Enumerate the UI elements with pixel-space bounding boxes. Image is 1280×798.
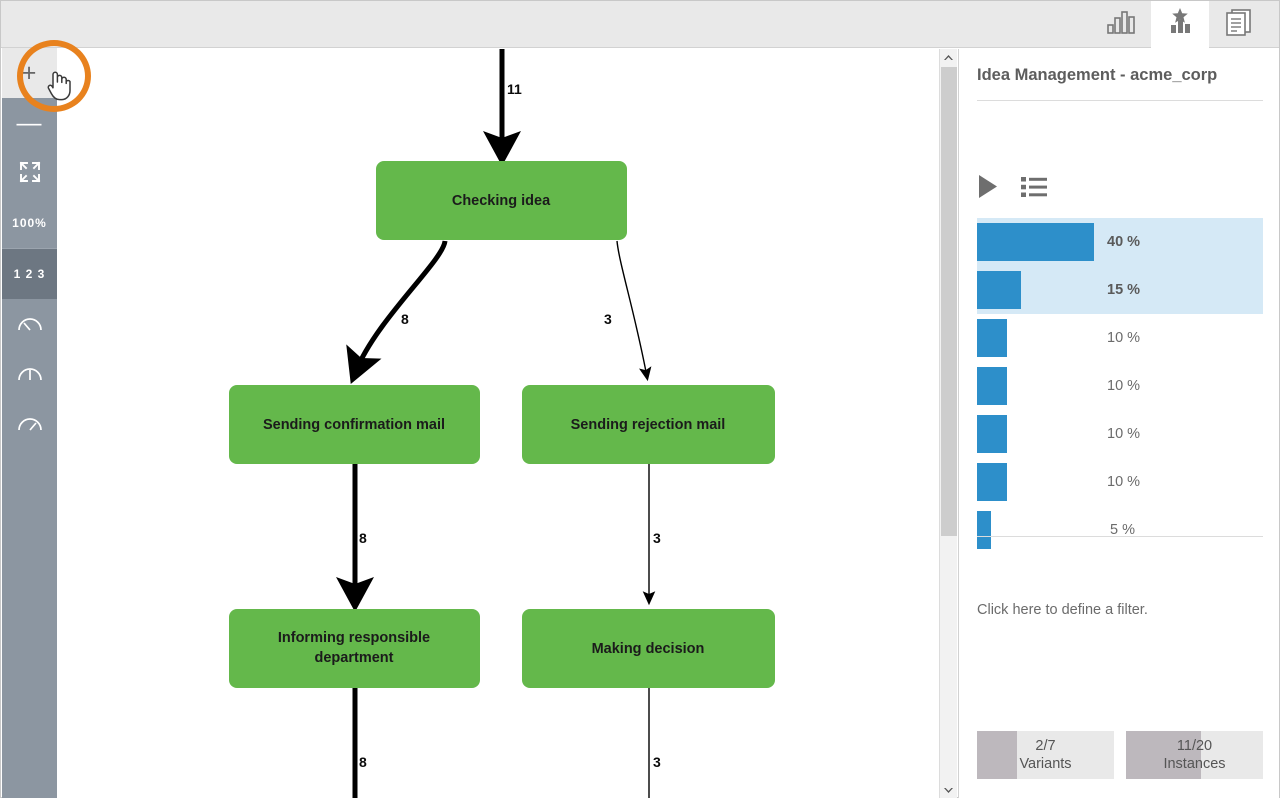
variant-bar-list: 40 % 15 % 10 % 10 % 10 % 10 %	[977, 218, 1263, 554]
process-node-informing-responsible-department[interactable]: Informing responsible department	[229, 609, 480, 688]
variant-percent-label: 10 %	[1107, 330, 1141, 346]
gauge-left-icon	[17, 313, 43, 336]
scroll-down-arrow-icon[interactable]	[940, 781, 957, 798]
canvas-vertical-scrollbar[interactable]	[939, 49, 957, 798]
edge-checking-idea-to-sending-confirmation-mail[interactable]: 8	[346, 240, 448, 384]
zoom-out-button[interactable]: —	[2, 98, 57, 148]
absolute-frequency-label: 1 2 3	[13, 267, 46, 281]
zoom-level-label: 100%	[12, 216, 47, 230]
zoom-in-button[interactable]: +	[2, 48, 57, 98]
toolbar-divider	[2, 248, 57, 249]
instances-stat[interactable]: 11/20 Instances	[1126, 731, 1263, 779]
svg-text:Informing responsible: Informing responsible	[278, 630, 430, 646]
variant-percent-label: 10 %	[1107, 378, 1141, 394]
svg-text:Sending confirmation mail: Sending confirmation mail	[263, 417, 445, 433]
svg-text:3: 3	[653, 754, 661, 770]
variant-row[interactable]: 10 %	[977, 458, 1263, 506]
svg-text:8: 8	[359, 754, 367, 770]
edge-start-to-checking-idea[interactable]: 11	[483, 49, 522, 167]
chart-star-icon	[1164, 7, 1196, 42]
process-node-checking-idea[interactable]: Checking idea	[376, 161, 627, 240]
documents-icon	[1222, 7, 1254, 42]
process-node-sending-confirmation-mail[interactable]: Sending confirmation mail	[229, 385, 480, 464]
svg-text:Sending rejection mail: Sending rejection mail	[571, 417, 726, 433]
top-toolbar-buttons	[1093, 1, 1267, 48]
variant-row[interactable]: 10 %	[977, 362, 1263, 410]
scrollbar-thumb[interactable]	[941, 67, 957, 536]
play-animation-button[interactable]	[977, 174, 999, 204]
svg-text:8: 8	[359, 530, 367, 546]
svg-text:Checking idea: Checking idea	[452, 193, 551, 209]
instances-stat-value: 11/20	[1176, 737, 1213, 754]
gauge-mid-button[interactable]	[2, 349, 57, 399]
variant-list-button[interactable]	[1021, 176, 1047, 203]
edge-sending-confirmation-to-informing-department[interactable]: 8	[336, 464, 374, 613]
panel-divider-top	[977, 100, 1263, 101]
variants-stat-fill	[977, 731, 1017, 779]
svg-text:8: 8	[401, 311, 409, 327]
variant-bar	[977, 463, 1007, 501]
play-icon	[977, 174, 999, 204]
svg-text:3: 3	[653, 530, 661, 546]
plus-icon: +	[21, 58, 38, 87]
documents-icon-button[interactable]	[1209, 1, 1267, 48]
variant-percent-label: 10 %	[1107, 426, 1141, 442]
variant-bar	[977, 511, 991, 549]
chart-star-icon-button[interactable]	[1151, 1, 1209, 48]
instances-stat-fill	[1126, 731, 1202, 779]
zoom-level-button[interactable]: 100%	[2, 198, 57, 248]
variant-percent-label: 15 %	[1107, 282, 1141, 298]
canvas-zoom-toolbar: + —	[2, 48, 57, 798]
gauge-right-icon	[17, 413, 43, 436]
gauge-up-icon	[17, 363, 43, 386]
scroll-up-arrow-icon[interactable]	[940, 49, 957, 66]
instances-stat-text: 11/20 Instances	[1126, 731, 1263, 779]
variant-percent-label: 5 %	[1110, 522, 1135, 538]
edge-checking-idea-to-sending-rejection-mail[interactable]: 3	[604, 240, 652, 382]
list-icon	[1021, 176, 1047, 203]
svg-text:department: department	[315, 650, 394, 666]
panel-title: Idea Management - acme_corp	[977, 66, 1218, 84]
variant-row[interactable]: 10 %	[977, 410, 1263, 458]
svg-text:Making decision: Making decision	[592, 641, 705, 657]
variant-bar	[977, 271, 1021, 309]
process-graph-canvas[interactable]: 11 8 3 8 3	[57, 49, 939, 798]
absolute-frequency-button[interactable]: 1 2 3	[2, 249, 57, 299]
variants-stat-text: 2/7 Variants	[977, 731, 1114, 779]
fit-to-screen-icon	[18, 160, 42, 187]
process-node-sending-rejection-mail[interactable]: Sending rejection mail	[522, 385, 775, 464]
instances-stat-label: Instances	[1163, 756, 1226, 772]
top-toolbar	[1, 1, 1279, 48]
variant-bar	[977, 415, 1007, 453]
edge-making-decision-downward[interactable]: 3	[648, 688, 661, 798]
fit-to-screen-button[interactable]	[2, 148, 57, 198]
variant-percent-label: 40 %	[1107, 234, 1141, 250]
gauge-high-button[interactable]	[2, 399, 57, 449]
process-node-making-decision[interactable]: Making decision	[522, 609, 775, 688]
variant-bar	[977, 319, 1007, 357]
chart-overview-icon-button[interactable]	[1093, 1, 1151, 48]
variant-bar	[977, 223, 1094, 261]
svg-text:3: 3	[604, 311, 612, 327]
edge-informing-department-downward[interactable]: 8	[352, 688, 367, 798]
edge-sending-rejection-to-making-decision[interactable]: 3	[642, 464, 661, 606]
variant-row[interactable]: 40 %	[977, 218, 1263, 266]
panel-action-buttons	[977, 174, 1047, 204]
variant-percent-label: 10 %	[1107, 474, 1141, 490]
minus-icon: —	[16, 108, 43, 137]
panel-divider-bottom	[977, 536, 1263, 537]
variants-side-panel: Idea Management - acme_corp	[958, 49, 1279, 798]
gauge-low-button[interactable]	[2, 299, 57, 349]
svg-text:11: 11	[507, 81, 522, 97]
variant-bar	[977, 367, 1007, 405]
variants-stat-value: 2/7	[1035, 737, 1056, 754]
variant-row[interactable]: 5 %	[977, 506, 1263, 554]
variants-stat-label: Variants	[1019, 756, 1072, 772]
variant-row[interactable]: 10 %	[977, 314, 1263, 362]
variants-stat[interactable]: 2/7 Variants	[977, 731, 1114, 779]
chart-overview-icon	[1106, 9, 1138, 40]
variant-row[interactable]: 15 %	[977, 266, 1263, 314]
filter-hint-label[interactable]: Click here to define a filter.	[977, 602, 1148, 618]
panel-stats: 2/7 Variants 11/20 Instances	[977, 731, 1263, 779]
